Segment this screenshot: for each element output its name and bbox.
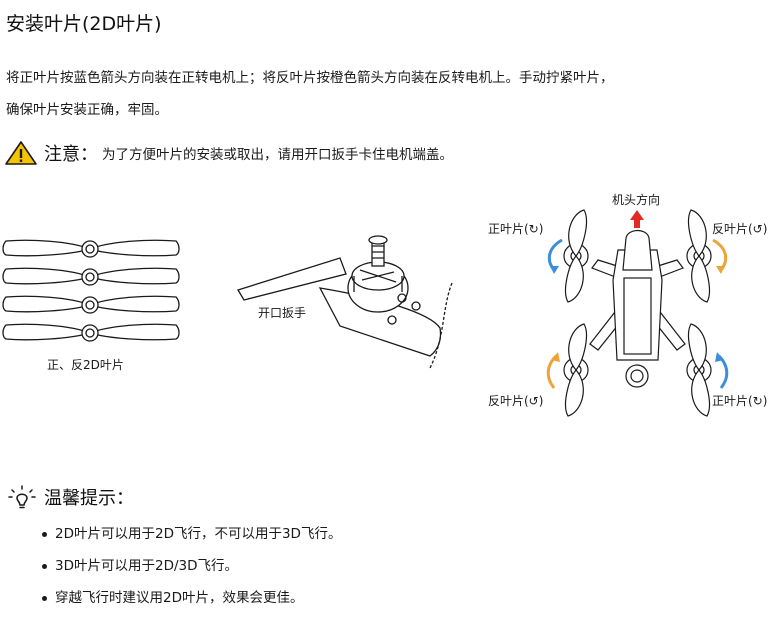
propeller-1 xyxy=(2,239,180,258)
wrench-caption: 开口扳手 xyxy=(258,306,307,320)
lightbulb-icon xyxy=(8,485,36,509)
propeller-4 xyxy=(2,323,180,342)
tip-item: 穿越飞行时建议用2D叶片，效果会更佳。 xyxy=(42,582,341,614)
cw-propeller-label-tl: 正叶片(↻) xyxy=(488,222,544,236)
bullet-icon xyxy=(42,595,47,601)
cw-propeller-label-br: 正叶片(↻) xyxy=(712,394,768,408)
nose-direction-arrow xyxy=(630,210,644,228)
tip-item: 2D叶片可以用于2D飞行，不可以用于3D飞行。 xyxy=(42,518,341,550)
tips-label: 温馨提示： xyxy=(44,488,134,509)
blue-rotation-arrow-tl xyxy=(547,238,563,271)
propeller-3 xyxy=(2,295,180,314)
warning-icon xyxy=(5,141,37,165)
tip-item: 3D叶片可以用于2D/3D飞行。 xyxy=(42,550,341,582)
page-title: 安装叶片(2D叶片) xyxy=(6,13,162,35)
propellers-illustration xyxy=(2,239,180,342)
ccw-propeller-label-tr: 反叶片(↺) xyxy=(712,222,768,236)
propellers-caption: 正、反2D叶片 xyxy=(47,358,124,372)
notice-row: 注意： 为了方便叶片的安装或取出，请用开口扳手卡住电机端盖。 xyxy=(4,140,453,166)
tips-header: 温馨提示： xyxy=(8,484,134,510)
instruction-line-2: 确保叶片安装正确，牢固。 xyxy=(6,102,168,118)
bullet-icon xyxy=(42,563,47,569)
ccw-propeller-label-bl: 反叶片(↺) xyxy=(488,394,544,408)
notice-label: 注意： xyxy=(44,144,98,165)
bullet-icon xyxy=(42,531,47,537)
instruction-line-1: 将正叶片按蓝色箭头方向装在正转电机上；将反叶片按橙色箭头方向装在反转电机上。手动… xyxy=(6,70,614,86)
tip-text: 穿越飞行时建议用2D叶片，效果会更佳。 xyxy=(55,590,304,606)
notice-text: 为了方便叶片的安装或取出，请用开口扳手卡住电机端盖。 xyxy=(102,147,453,163)
tip-text: 2D叶片可以用于2D飞行，不可以用于3D飞行。 xyxy=(55,526,342,542)
tip-text: 3D叶片可以用于2D/3D飞行。 xyxy=(55,558,239,574)
orange-rotation-arrow-tr xyxy=(712,238,728,271)
tips-list: 2D叶片可以用于2D飞行，不可以用于3D飞行。 3D叶片可以用于2D/3D飞行。… xyxy=(42,518,341,614)
drone-top-view-diagram xyxy=(546,209,729,417)
propeller-2 xyxy=(2,267,180,286)
wrench-illustration xyxy=(237,235,453,369)
nose-direction-label: 机头方向 xyxy=(612,193,661,207)
